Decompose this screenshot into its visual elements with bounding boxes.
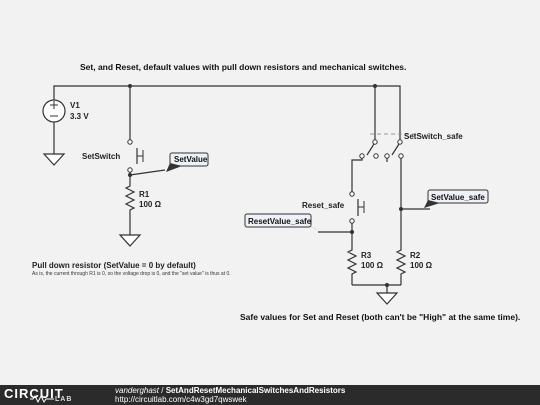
r3-name-label: R3 <box>361 251 372 260</box>
circuitlab-logo-sub: LAB <box>55 396 73 403</box>
v1-value-label: 3.3 V <box>70 112 89 121</box>
ground-symbol-r1 <box>118 234 142 247</box>
safe-values-caption: Safe values for Set and Reset (both can'… <box>240 312 520 322</box>
circuit-squiggle-icon <box>30 395 54 403</box>
footer-bar: CIRCUIT LAB vanderghast / SetAndResetMec… <box>0 385 540 405</box>
reset-safe-label: Reset_safe <box>302 201 345 210</box>
setswitch-safe-label: SetSwitch_safe <box>404 132 463 141</box>
voltage-source-v1 <box>42 99 66 154</box>
circuit-name-link[interactable]: SetAndResetMechanicalSwitchesAndResistor… <box>165 386 346 395</box>
attribution-separator: / <box>159 386 166 395</box>
ground-symbol-v1 <box>42 153 66 166</box>
resetvalue-safe-wire <box>318 223 354 246</box>
node-label-setvalue <box>166 152 209 172</box>
setvalue-safe-node-text: SetValue_safe <box>431 193 485 202</box>
setvalue-node-text: SetValue <box>174 155 208 164</box>
pushbutton-reset-safe[interactable] <box>349 191 365 224</box>
r1-value-label: 100 Ω <box>139 200 162 209</box>
setvalue-wire <box>128 169 166 182</box>
pull-down-note-detail: As is, the current through R1 is 0, so t… <box>32 271 231 277</box>
v1-name-label: V1 <box>70 101 80 110</box>
node-label-setvalue-safe <box>424 189 489 208</box>
schematic-canvas: Set, and Reset, default values with pull… <box>32 62 520 322</box>
circuit-url-link[interactable]: http://circuitlab.com/c4w3gd7qwswek <box>115 395 247 404</box>
top-rail-wire <box>53 84 401 140</box>
pull-down-note-heading: Pull down resistor (SetValue = 0 by defa… <box>32 261 196 270</box>
setswitch-label: SetSwitch <box>82 152 120 161</box>
ground-symbol-safe <box>375 292 399 305</box>
r2-value-label: 100 Ω <box>410 261 433 270</box>
resistor-r3 <box>346 246 358 285</box>
setvalue-safe-wire <box>399 207 430 211</box>
footer-attribution: vanderghast / SetAndResetMechanicalSwitc… <box>115 386 345 395</box>
pushbutton-setswitch[interactable] <box>127 139 144 173</box>
r1-name-label: R1 <box>139 190 150 199</box>
bottom-rail-wire <box>352 283 401 293</box>
safe-switch-wiring <box>351 158 402 246</box>
node-label-resetvalue-safe <box>244 213 322 232</box>
resistor-r2 <box>395 246 407 285</box>
author-link[interactable]: vanderghast <box>115 386 160 395</box>
schematic-title: Set, and Reset, default values with pull… <box>80 62 406 72</box>
resistor-r1 <box>124 182 136 235</box>
resetvalue-safe-node-text: ResetValue_safe <box>248 217 312 226</box>
circuitlab-logo-text: CIRCUIT <box>4 386 64 401</box>
r3-value-label: 100 Ω <box>361 261 384 270</box>
r2-name-label: R2 <box>410 251 421 260</box>
